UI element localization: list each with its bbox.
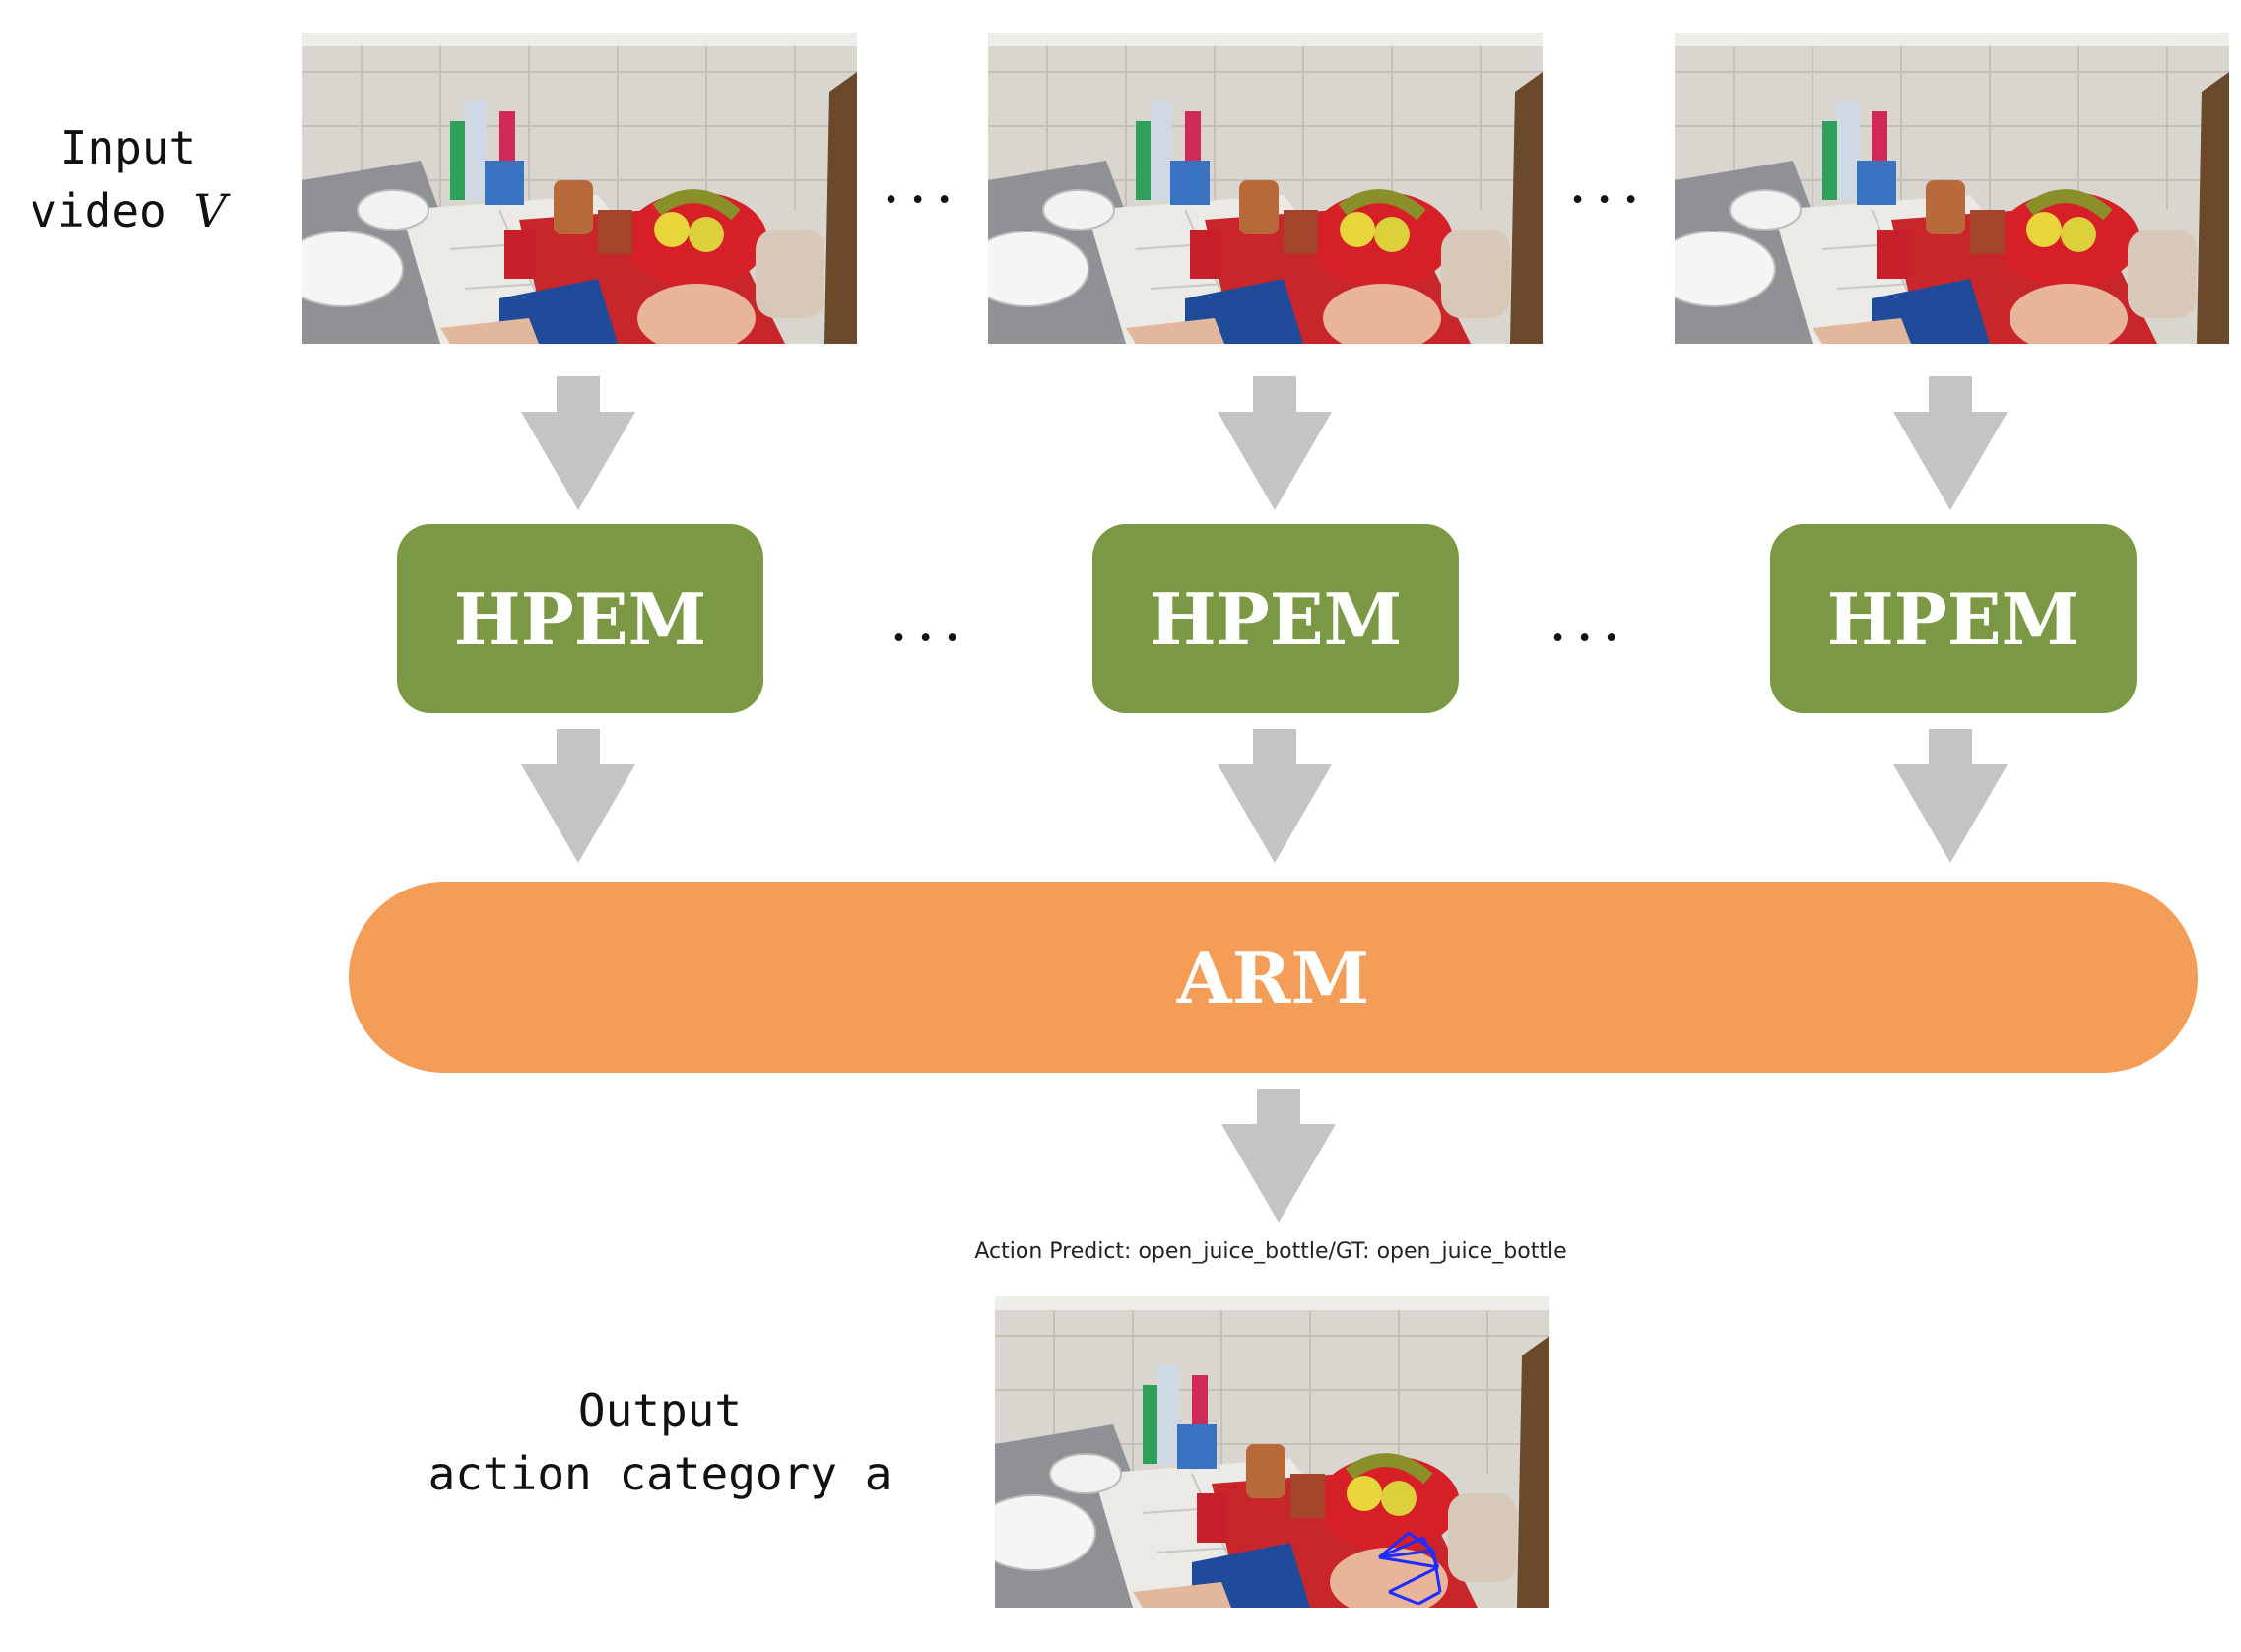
output-frame [995,1296,1549,1608]
kitchen-scene-image [988,33,1543,344]
input-frame-1 [302,33,857,344]
input-label-line1: Input [59,121,197,174]
input-video-label: Input video V [25,116,231,242]
ellipsis-frames-2: ... [1568,148,1649,217]
input-frame-3 [1675,33,2229,344]
down-arrow-icon [1218,729,1332,863]
down-arrow-icon [521,729,635,863]
output-action-label: Output action category a [414,1379,906,1505]
hpem-module-3: HPEM [1770,524,2137,713]
kitchen-scene-image [995,1296,1549,1608]
kitchen-scene-image [302,33,857,344]
ellipsis-frames-1: ... [882,148,962,217]
hpem-module-1: HPEM [397,524,763,713]
output-symbol: a [864,1447,892,1500]
input-frame-2 [988,33,1543,344]
kitchen-scene-image [1675,33,2229,344]
prediction-caption: Action Predict: open_juice_bottle/GT: op… [974,1239,1567,1264]
input-symbol: V [193,184,227,237]
arm-module: ARM [349,882,2198,1073]
hand-skeleton-icon [1378,1531,1442,1606]
down-arrow-icon [1893,729,2008,863]
hpem-module-2: HPEM [1092,524,1459,713]
output-label-line1: Output [577,1384,743,1437]
down-arrow-icon [1893,376,2008,510]
down-arrow-icon [1218,376,1332,510]
input-label-line2: video V [30,184,227,237]
down-arrow-icon [1221,1089,1336,1222]
ellipsis-hpem-1: ... [890,586,970,655]
ellipsis-hpem-2: ... [1549,586,1629,655]
output-label-line2: action category a [428,1447,892,1500]
down-arrow-icon [521,376,635,510]
